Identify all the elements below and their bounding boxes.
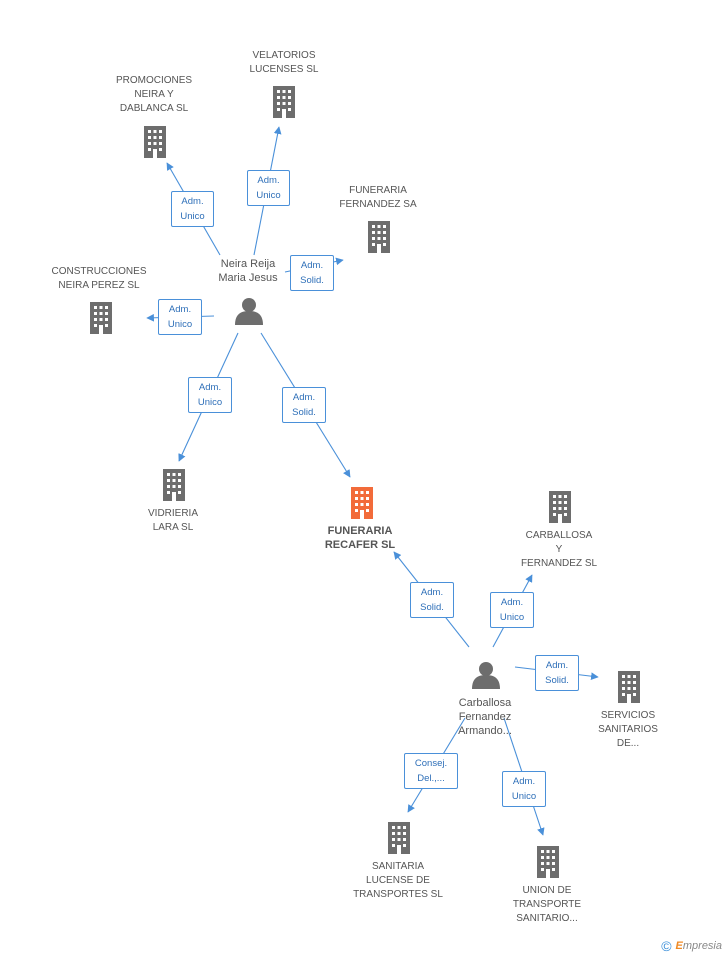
node-velatorios-label[interactable]: VELATORIOS LUCENSES SL [249, 50, 319, 75]
edge-label: Adm.Unico [490, 592, 534, 628]
edge-label: Adm.Solid. [410, 582, 454, 618]
edge-label: Adm.Unico [502, 771, 546, 807]
node-vidrieria-label[interactable]: VIDRIERIA LARA SL [147, 508, 199, 533]
node-construcciones-label[interactable]: CONSTRUCCIONES NEIRA PEREZ SL [51, 266, 147, 291]
building-icon [90, 302, 112, 334]
edge-label: Adm.Unico [247, 170, 290, 206]
edge-label: Adm.Solid. [290, 255, 334, 291]
brand-name: Empresia [675, 940, 722, 952]
node-servicios-label[interactable]: SERVICIOS SANITARIOS DE... [598, 710, 658, 749]
building-icon [388, 822, 410, 854]
building-icon [368, 221, 390, 253]
node-promociones-label[interactable]: PROMOCIONES NEIRA Y DABLANCA SL [115, 75, 193, 114]
building-icon [163, 469, 185, 501]
node-sanitaria-label[interactable]: SANITARIA LUCENSE DE TRANSPORTES SL [353, 861, 443, 900]
copyright-icon: © [661, 938, 672, 954]
edge-label: Consej.Del.,... [404, 753, 458, 789]
person-icon [235, 298, 263, 325]
node-funeraria-recafer-label[interactable]: FUNERARIA RECAFER SL [324, 525, 396, 551]
empresia-logo[interactable]: © Empresia [661, 938, 722, 954]
node-funeraria-fernandez-label[interactable]: FUNERARIA FERNANDEZ SA [339, 185, 417, 210]
edge-label: Adm.Unico [171, 191, 214, 227]
node-carballosa-sl-label[interactable]: CARBALLOSA Y FERNANDEZ SL [520, 530, 598, 569]
building-icon [618, 671, 640, 703]
building-icon [273, 86, 295, 118]
edge-label: Adm.Solid. [535, 655, 579, 691]
main-building-icon [351, 487, 373, 519]
node-carballosa-person-label[interactable]: Carballosa Fernandez Armando... [458, 697, 512, 737]
edge-label: Adm.Solid. [282, 387, 326, 423]
building-icon [549, 491, 571, 523]
node-union-label[interactable]: UNION DE TRANSPORTE SANITARIO... [512, 885, 582, 924]
building-icon [537, 846, 559, 878]
edge-label: Adm.Unico [188, 377, 232, 413]
person-icon [472, 662, 500, 689]
building-icon [144, 126, 166, 158]
edge-label: Adm.Unico [158, 299, 202, 335]
node-neira-label[interactable]: Neira Reija Maria Jesus [218, 258, 278, 284]
